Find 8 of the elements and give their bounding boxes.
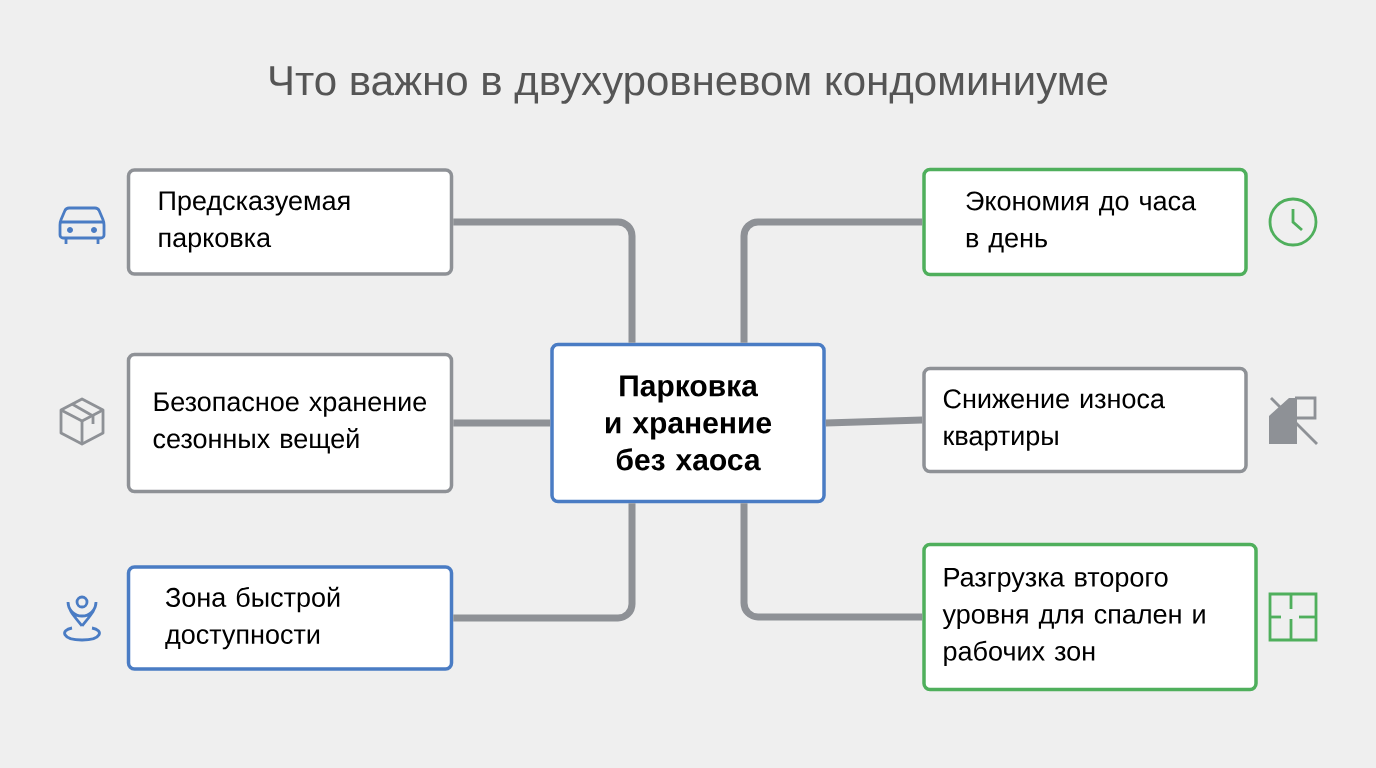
topic-box: Предсказуемая парковка [126,168,454,276]
central-box: Парковка и хранение без хаоса [550,342,826,504]
topic-box: Экономия до часа в день [922,167,1248,277]
topic-box: Снижение износа квартиры [922,366,1248,474]
title: Что важно в двухуровневом кондоминиуме [270,66,1108,104]
topic-box: Безопасное хранение сезонных вещей [126,352,454,494]
topic-box: Зона быстрой доступности [126,565,454,671]
topic-box: Разгрузка второго уровня для спален и рабочих зон [922,542,1258,692]
